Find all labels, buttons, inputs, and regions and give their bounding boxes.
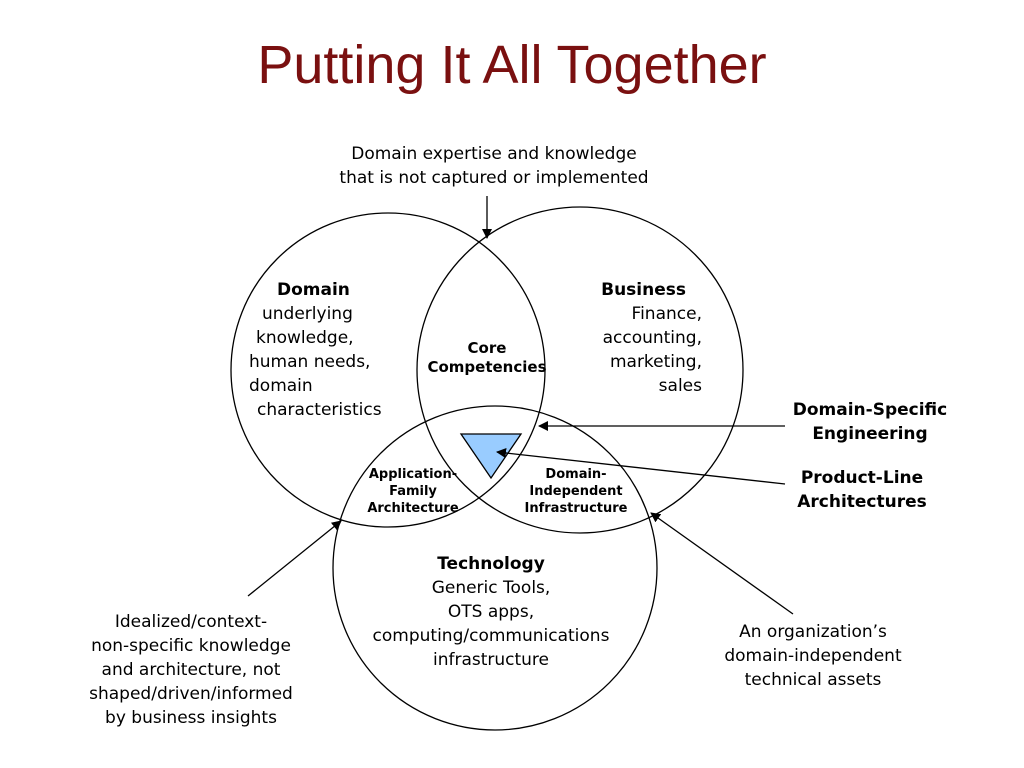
business-circle [416, 206, 744, 534]
domain-heading: Domain [277, 280, 350, 300]
technology-line: OTS apps, [447, 602, 535, 622]
app-family-line: Family [389, 484, 437, 499]
technology-line: Generic Tools, [431, 578, 551, 598]
right-note-line: An organization’s [739, 622, 887, 642]
left-note-line: by business insights [105, 708, 277, 728]
domain-independent-line: Independent [529, 484, 623, 499]
technology-block: Technology Generic Tools, OTS apps, comp… [341, 552, 641, 672]
left-note-line: Idealized/context- [114, 612, 268, 632]
domain-independent-label: Domain- Independent Infrastructure [512, 466, 640, 517]
business-line: marketing, [609, 352, 702, 372]
business-line: sales [658, 376, 702, 396]
core-competencies-label: Core Competencies [412, 339, 562, 377]
technology-heading: Technology [437, 554, 545, 574]
pla-line: Architectures [797, 492, 927, 512]
left-note: Idealized/context- non-specific knowledg… [56, 610, 326, 730]
top-note: Domain expertise and knowledge that is n… [294, 142, 694, 190]
core-line: Core [467, 339, 507, 357]
domain-block: Domain underlying knowledge, human needs… [248, 278, 382, 422]
technology-circle [332, 405, 658, 731]
left-note-line: non-specific knowledge [91, 636, 291, 656]
slide-title: Putting It All Together [257, 35, 767, 95]
domain-independent-line: Domain- [545, 467, 607, 482]
business-heading: Business [601, 280, 686, 300]
domain-line: domain [249, 376, 313, 396]
pla-line: Product-Line [800, 468, 924, 488]
app-family-line: Application- [368, 467, 458, 482]
technology-line: infrastructure [432, 650, 550, 670]
business-line: accounting, [602, 328, 702, 348]
dse-line: Engineering [812, 424, 928, 444]
top-note-line: that is not captured or implemented [339, 168, 649, 188]
domain-circle [230, 212, 546, 528]
domain-independent-line: Infrastructure [524, 501, 628, 516]
business-line: Finance, [631, 304, 702, 324]
domain-line: characteristics [257, 400, 382, 420]
pla-label: Product-Line Architectures [762, 466, 962, 514]
app-family-label: Application- Family Architecture [354, 466, 472, 517]
left-note-line: shaped/driven/informed [89, 684, 293, 704]
right-note-arrow [650, 512, 794, 615]
left-note-arrow [247, 520, 342, 597]
technology-line: computing/communications [372, 626, 610, 646]
right-note-line: domain-independent [724, 646, 902, 666]
domain-line: underlying [262, 304, 353, 324]
domain-line: knowledge, [256, 328, 354, 348]
domain-line: human needs, [249, 352, 371, 372]
right-note-line: technical assets [744, 670, 882, 690]
dse-label: Domain-Specific Engineering [770, 398, 970, 446]
business-block: Business Finance, accounting, marketing,… [560, 278, 702, 398]
dse-line: Domain-Specific [792, 400, 948, 420]
app-family-line: Architecture [367, 501, 459, 516]
top-note-line: Domain expertise and knowledge [351, 144, 637, 164]
pla-arrow [496, 448, 786, 485]
right-note: An organization’s domain-independent tec… [693, 620, 933, 692]
core-line: Competencies [427, 358, 547, 376]
left-note-line: and architecture, not [101, 660, 281, 680]
